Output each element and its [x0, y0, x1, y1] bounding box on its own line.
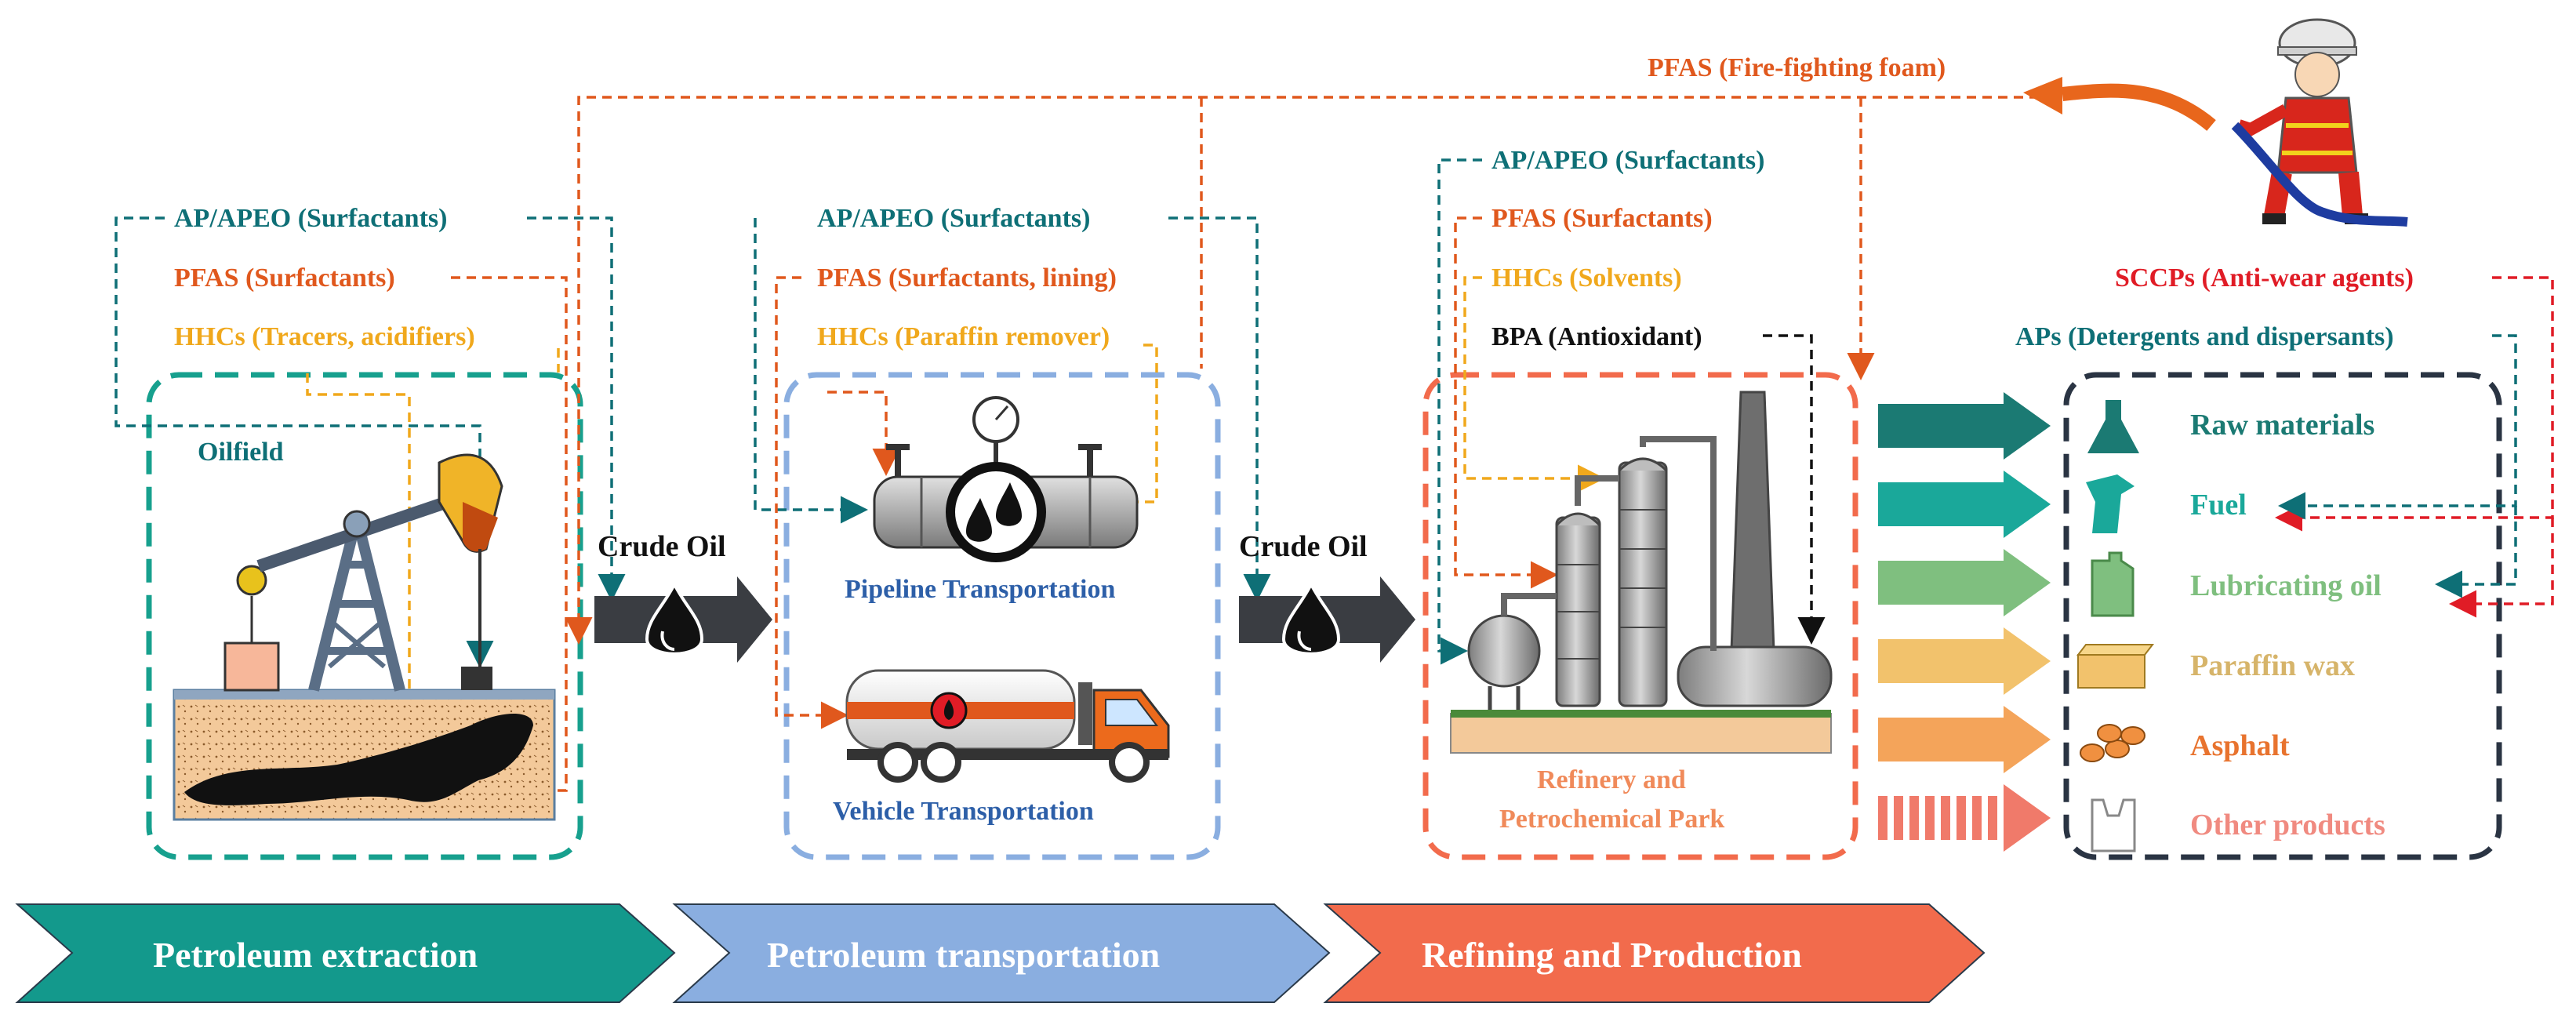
product-chemical-lines — [2275, 276, 2554, 618]
refinery-chemical-hhcs: HHCs (Solvents) — [1491, 264, 1682, 293]
firefighter-illustration — [2231, 18, 2408, 227]
product-paraffin-wax: Paraffin wax — [2190, 649, 2356, 682]
wax-block-icon — [2076, 644, 2155, 689]
crude-oil-arrow-1 — [594, 576, 772, 663]
stage-extraction-chevron — [15, 903, 676, 1003]
pfas-fire-fighting-foam-label: PFAS (Fire-fighting foam) — [1648, 53, 1946, 82]
crude-oil-label-2: Crude Oil — [1239, 530, 1368, 563]
aps-label: APs (Detergents and dispersants) — [2015, 322, 2394, 351]
sccps-label: SCCPs (Anti-wear agents) — [2115, 264, 2414, 293]
refinery-chemical-ap-apeo: AP/APEO (Surfactants) — [1491, 146, 1765, 175]
transport-chemical-ap-apeo: AP/APEO (Surfactants) — [817, 204, 1091, 233]
foam-arrow-head — [2023, 77, 2062, 114]
stage-banner — [15, 903, 1986, 1003]
refinery-region-box — [1422, 372, 1858, 860]
pipeline-transportation-label: Pipeline Transportation — [845, 575, 1116, 604]
product-lubricating-oil: Lubricating oil — [2190, 569, 2382, 602]
plastic-bag-icon — [2091, 798, 2136, 852]
refinery-title-line1: Refinery and — [1537, 765, 1686, 794]
product-fuel: Fuel — [2190, 489, 2247, 522]
pipeline-illustration — [873, 396, 1139, 562]
refinery-title-line2: Petrochemical Park — [1499, 805, 1725, 834]
stage-transportation-chevron — [672, 903, 1331, 1003]
oil-pump-illustration — [173, 453, 556, 821]
refinery-chemical-bpa: BPA (Antioxidant) — [1491, 322, 1702, 351]
transport-chemical-hhcs: HHCs (Paraffin remover) — [817, 322, 1110, 351]
refinery-chemical-pfas: PFAS (Surfactants) — [1491, 204, 1713, 233]
stage-refining-chevron — [1323, 903, 1986, 1003]
transport-region-box — [783, 372, 1221, 860]
refinery-chemical-lines — [1437, 158, 1826, 665]
stage-refining-production: Refining and Production — [1422, 935, 1802, 975]
flask-icon — [2087, 400, 2139, 453]
vehicle-transportation-label: Vehicle Transportation — [833, 797, 1094, 826]
oilfield-title: Oilfield — [198, 438, 284, 467]
oilfield-chemical-ap-apeo: AP/APEO (Surfactants) — [174, 204, 448, 233]
tanker-truck-illustration — [845, 669, 1170, 783]
stage-petroleum-transportation: Petroleum transportation — [767, 935, 1161, 975]
product-other-products: Other products — [2190, 809, 2385, 841]
foam-curve-arrow — [2061, 83, 2216, 131]
crude-oil-label-1: Crude Oil — [598, 530, 726, 563]
product-asphalt: Asphalt — [2190, 729, 2290, 762]
crude-oil-arrow-2 — [1239, 576, 1415, 663]
pfas-foam-lines — [565, 96, 2055, 645]
refinery-illustration — [1450, 391, 1833, 754]
product-raw-materials: Raw materials — [2190, 409, 2375, 442]
stage-petroleum-extraction: Petroleum extraction — [153, 935, 478, 975]
oilfield-chemical-pfas: PFAS (Surfactants) — [174, 264, 395, 293]
oilfield-chemical-hhcs: HHCs (Tracers, acidifiers) — [174, 322, 475, 351]
asphalt-pebbles-icon — [2080, 724, 2145, 762]
oil-jug-icon — [2091, 551, 2135, 617]
product-arrows — [1878, 392, 2051, 852]
transport-chemical-pfas: PFAS (Surfactants, lining) — [817, 264, 1117, 293]
products-region-box — [2063, 372, 2502, 860]
oilfield-region-box — [146, 372, 583, 860]
fuel-nozzle-icon — [2086, 474, 2135, 533]
